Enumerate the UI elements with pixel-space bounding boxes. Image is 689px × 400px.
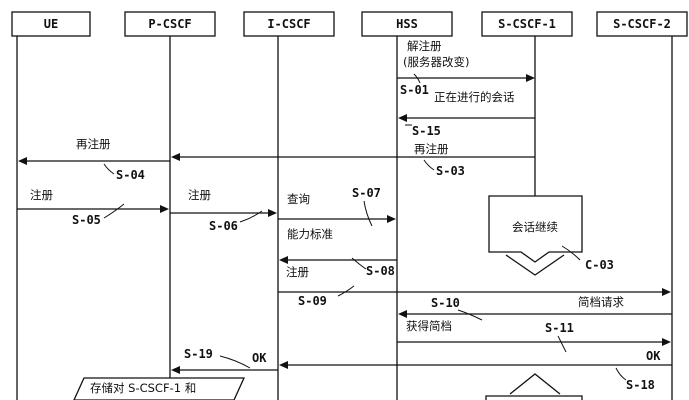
box-session-continue-label: 会话继续 <box>512 220 558 234</box>
step-s08-label: S-08 <box>366 264 395 278</box>
msg-get-profile-label: 获得简档 <box>406 319 452 333</box>
header-scscf2-label: S-CSCF-2 <box>613 17 671 31</box>
step-s01-label: S-01 <box>400 83 429 97</box>
header-icscf-label: I-CSCF <box>267 17 310 31</box>
msg-ok-i-label: OK <box>252 351 267 365</box>
msg-reregister-p: 再注册 S-03 <box>171 142 535 178</box>
step-s06-label: S-06 <box>209 219 238 233</box>
header-icscf: I-CSCF <box>243 11 335 37</box>
msg-deregister: 解注册 (服务器改变) <box>397 39 535 82</box>
header-scscf2: S-CSCF-2 <box>596 11 688 37</box>
msg-register-i: 注册 S-09 <box>278 265 671 308</box>
msg-reregister-ue: 再注册 S-04 <box>18 137 170 182</box>
step-s09-label: S-09 <box>298 294 327 308</box>
box-store-label: 存储对 S-CSCF-1 和 <box>90 381 196 395</box>
msg-deregister-line1: 解注册 <box>407 39 442 53</box>
msg-ok-s2-label: OK <box>646 349 661 363</box>
box-partial-bottom <box>485 373 583 400</box>
step-c03-label: C-03 <box>585 258 614 272</box>
msg-reregister-p-label: 再注册 <box>414 142 449 156</box>
msg-register-i-label: 注册 <box>286 265 309 279</box>
header-ue: UE <box>11 11 91 37</box>
box-session-continue: 会话继续 C-03 <box>488 195 614 276</box>
msg-register-p-label: 注册 <box>188 188 211 202</box>
step-s07-label: S-07 <box>352 186 381 200</box>
step-s10-label: S-10 <box>431 296 460 310</box>
box-store: 存储对 S-CSCF-1 和 <box>73 377 246 400</box>
msg-register-ue: 注册 S-05 <box>17 188 169 227</box>
header-hss-label: HSS <box>396 17 418 31</box>
header-ue-label: UE <box>44 17 58 31</box>
msg-register-ue-label: 注册 <box>30 188 53 202</box>
header-scscf1: S-CSCF-1 <box>481 11 573 37</box>
step-s18-label: S-18 <box>626 378 655 392</box>
msg-capability: 能力标准 S-08 <box>279 227 397 278</box>
msg-profile-request: 简档请求 S-10 <box>398 295 672 321</box>
msg-query: 查询 S-07 <box>278 186 396 227</box>
msg-ok-i: OK S-19 <box>171 347 278 374</box>
msg-reregister-ue-label: 再注册 <box>76 137 111 151</box>
msg-register-p: 注册 S-06 <box>170 188 277 233</box>
msg-query-label: 查询 <box>287 192 310 206</box>
msg-ongoing-session: 正在进行的会话 <box>434 90 515 104</box>
step-s11-label: S-11 <box>545 321 574 335</box>
msg-profile-request-label: 简档请求 <box>578 295 624 309</box>
step-s19-label: S-19 <box>184 347 213 361</box>
msg-deregister-line2: (服务器改变) <box>403 55 469 69</box>
header-scscf1-label: S-CSCF-1 <box>498 17 556 31</box>
step-s01: S-01 <box>400 73 429 97</box>
msg-get-profile: 获得简档 S-11 <box>397 319 671 353</box>
step-s15-label: S-15 <box>412 124 441 138</box>
header-hss: HSS <box>361 11 453 37</box>
msg-ok-s2: OK S-18 <box>279 349 672 392</box>
step-s03-label: S-03 <box>436 164 465 178</box>
step-s04-label: S-04 <box>116 168 145 182</box>
step-s05-label: S-05 <box>72 213 101 227</box>
msg-s15: S-15 <box>398 114 535 138</box>
header-pcscf-label: P-CSCF <box>148 17 191 31</box>
msg-capability-label: 能力标准 <box>287 227 333 241</box>
header-pcscf: P-CSCF <box>124 11 216 37</box>
